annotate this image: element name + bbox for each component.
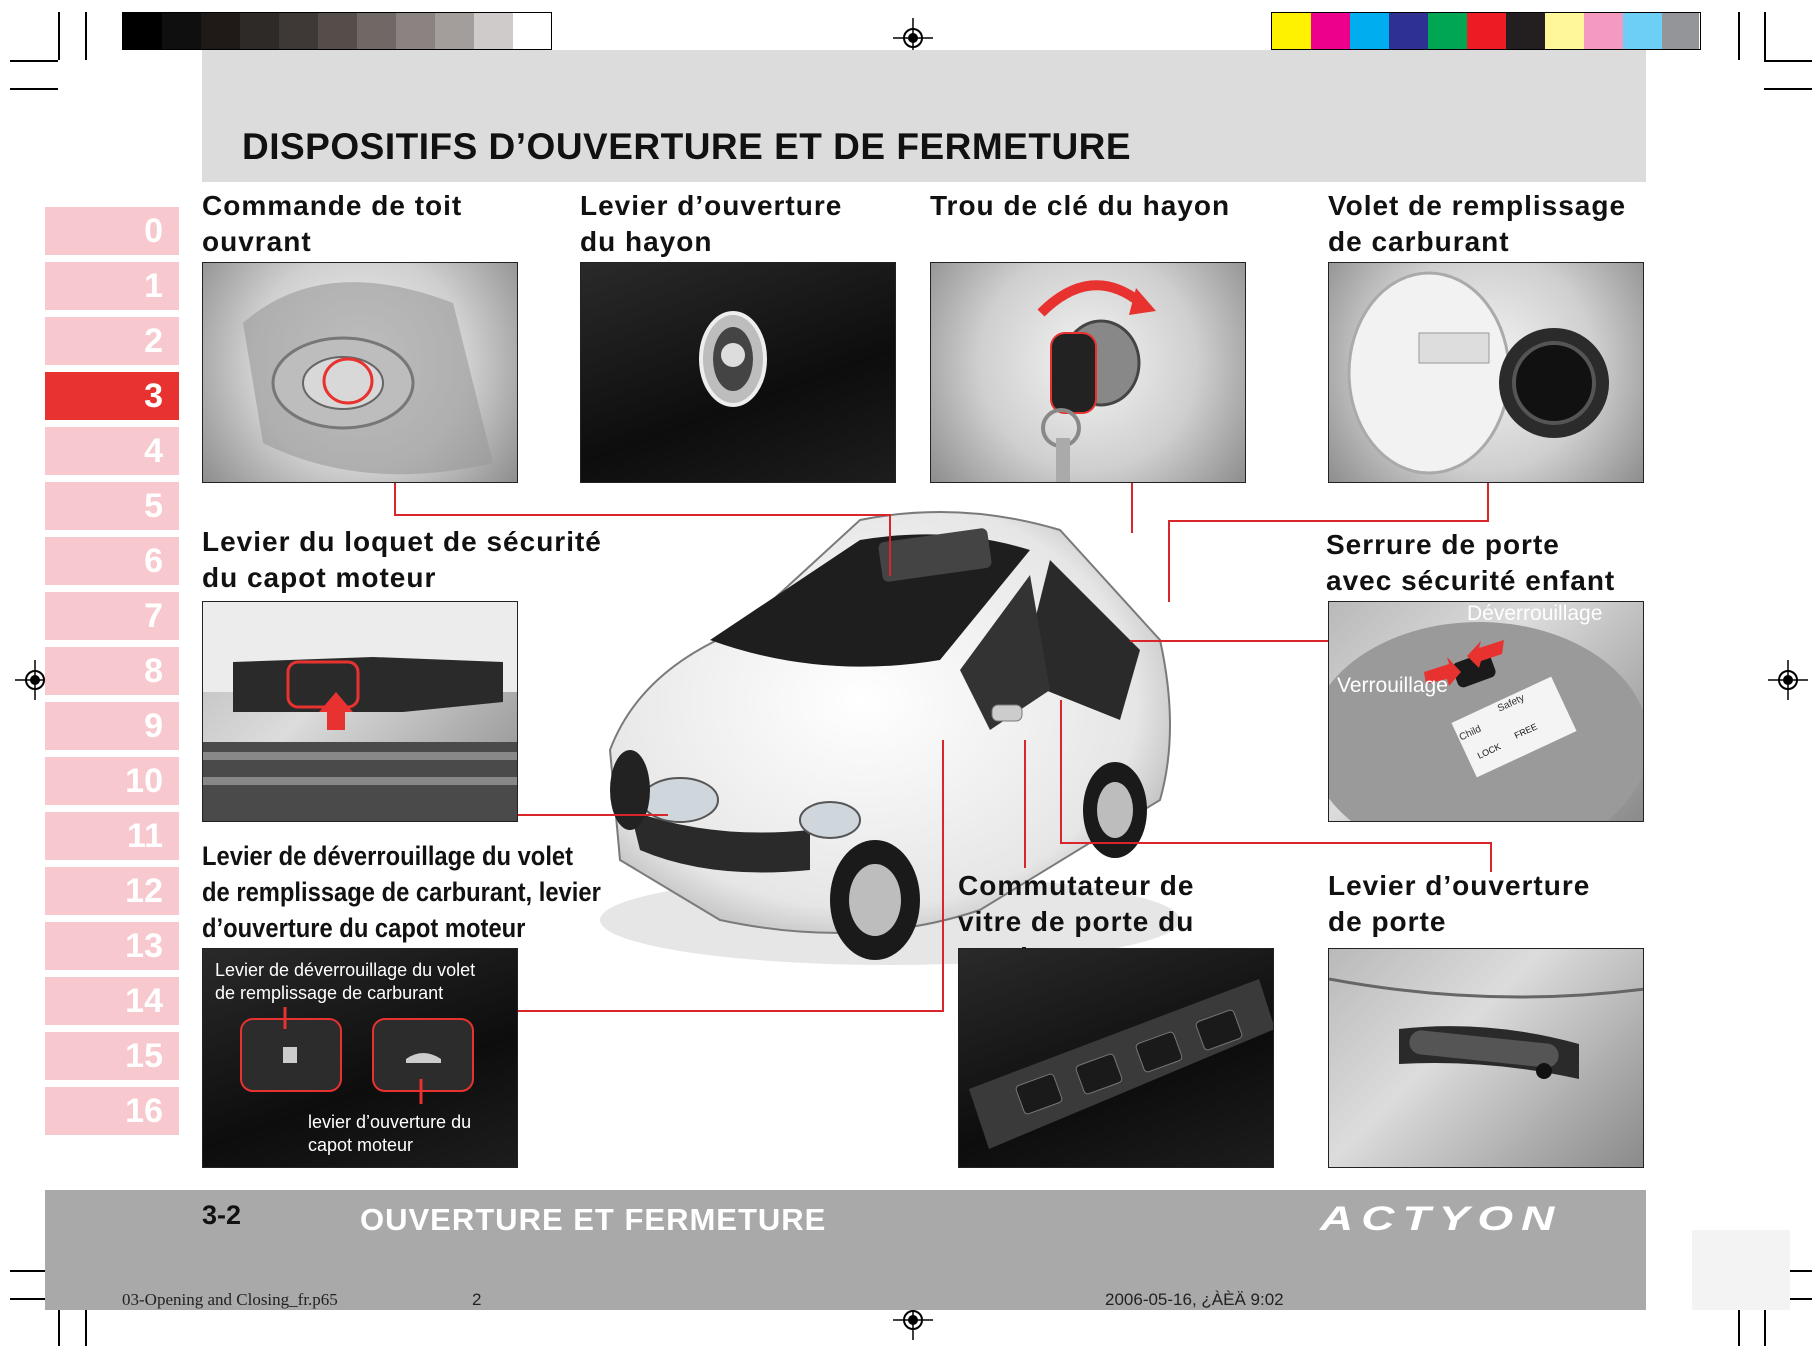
callout-line — [889, 514, 891, 576]
chapter-tab-3-active[interactable]: 3 — [45, 372, 179, 420]
photo-door-handle — [1328, 948, 1644, 1168]
crop-mark — [10, 60, 58, 62]
callout-line — [942, 740, 944, 1012]
footer-section-title: OUVERTURE ET FERMETURE — [360, 1202, 827, 1237]
chapter-tab-10[interactable]: 10 — [45, 757, 179, 805]
chapter-tab-11[interactable]: 11 — [45, 812, 179, 860]
chapter-tab-16[interactable]: 16 — [45, 1087, 179, 1135]
photo-fuel-filler-door — [1328, 262, 1644, 483]
callout-line — [394, 514, 890, 516]
caption-tailgate-key-hole: Trou de clé du hayon — [930, 190, 1231, 221]
callout-line — [1168, 520, 1489, 522]
slug-page: 2 — [472, 1290, 482, 1309]
registration-mark-icon — [893, 18, 933, 58]
crop-mark — [1738, 12, 1740, 60]
label-lock: Verrouillage — [1337, 674, 1448, 697]
chapter-tab-7[interactable]: 7 — [45, 592, 179, 640]
callout-line — [394, 483, 396, 515]
chapter-tab-15[interactable]: 15 — [45, 1032, 179, 1080]
crop-mark — [85, 12, 87, 60]
crop-mark — [10, 88, 58, 90]
page-number: 3-2 — [202, 1200, 242, 1230]
chapter-tab-4[interactable]: 4 — [45, 427, 179, 475]
crop-mark — [10, 1270, 58, 1272]
callout-line — [1168, 520, 1170, 602]
footer-band — [45, 1190, 1646, 1310]
chapter-tab-13[interactable]: 13 — [45, 922, 179, 970]
crop-mark — [1764, 88, 1812, 90]
chapter-tab-14[interactable]: 14 — [45, 977, 179, 1025]
color-calibration-strip — [1271, 12, 1701, 50]
callout-line — [1487, 483, 1489, 521]
callout-line — [1490, 842, 1492, 872]
callout-line — [518, 814, 668, 816]
crop-mark — [1764, 12, 1766, 60]
photo-sunroof-switch — [202, 262, 518, 483]
registration-mark-icon — [1768, 660, 1808, 700]
callout-line — [1131, 483, 1133, 533]
brand-logo: ACTYON — [1320, 1200, 1563, 1238]
callout-line — [1060, 842, 1492, 844]
chapter-tab-1[interactable]: 1 — [45, 262, 179, 310]
chapter-tab-9[interactable]: 9 — [45, 702, 179, 750]
callout-line — [518, 1010, 943, 1012]
callout-line — [1024, 740, 1026, 868]
callout-line — [1130, 640, 1328, 642]
crop-mark — [10, 1298, 58, 1300]
chapter-tab-2[interactable]: 2 — [45, 317, 179, 365]
crop-mark — [58, 12, 60, 60]
callout-line — [1060, 700, 1062, 843]
chapter-tab-8[interactable]: 8 — [45, 647, 179, 695]
crop-mark — [58, 1298, 60, 1346]
chapter-tab-5[interactable]: 5 — [45, 482, 179, 530]
chapter-tab-12[interactable]: 12 — [45, 867, 179, 915]
header-band — [202, 50, 1646, 182]
photo-child-safety-lock: Déverrouillage Verrouillage Child Safety… — [1328, 601, 1644, 822]
photo-tailgate-key-hole — [930, 262, 1246, 483]
crop-mark — [85, 1298, 87, 1346]
greyscale-calibration-strip — [122, 12, 552, 50]
chapter-tab-0[interactable]: 0 — [45, 207, 179, 255]
photo-hood-safety-latch — [202, 601, 518, 822]
crop-mark — [1738, 1298, 1740, 1346]
vehicle-illustration — [600, 511, 1180, 965]
chapter-tab-6[interactable]: 6 — [45, 537, 179, 585]
slug-filename: 03-Opening and Closing_fr.p65 — [122, 1290, 338, 1309]
label-unlock: Déverrouillage — [1467, 602, 1603, 625]
crop-mark — [1764, 1298, 1766, 1346]
slug-date: 2006-05-16, ¿ÀÈÄ 9:02 — [1105, 1290, 1284, 1309]
crop-mark — [1764, 60, 1812, 62]
photo-tailgate-lever — [580, 262, 896, 483]
photo-driver-window-switch — [958, 948, 1274, 1168]
footer-notch — [1692, 1230, 1790, 1310]
page-title: DISPOSITIFS D’OUVERTURE ET DE FERMETURE — [242, 126, 1132, 167]
